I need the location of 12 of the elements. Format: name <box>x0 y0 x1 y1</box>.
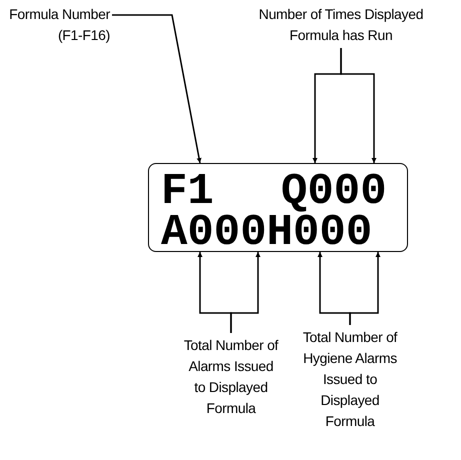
display-readout: Q000 <box>281 170 387 214</box>
callout-text: Number of Times Displayed Formula has Run <box>250 4 432 46</box>
display-readout: A000H000 <box>161 211 372 255</box>
callout-text: Total Number of Alarms Issued to Displayed Formula <box>182 335 280 419</box>
callout-text: Total Number of Hygiene Alarms Issued to Displayed Formula <box>298 327 402 432</box>
leader-arrow <box>230 252 260 333</box>
leader-arrow <box>349 252 380 325</box>
leader-arrow <box>340 48 376 163</box>
display-panel <box>148 163 408 252</box>
callout-text: Formula Number (F1-F16) <box>4 4 110 46</box>
leader-arrow <box>112 14 202 164</box>
display-readout: F1 <box>161 170 214 214</box>
